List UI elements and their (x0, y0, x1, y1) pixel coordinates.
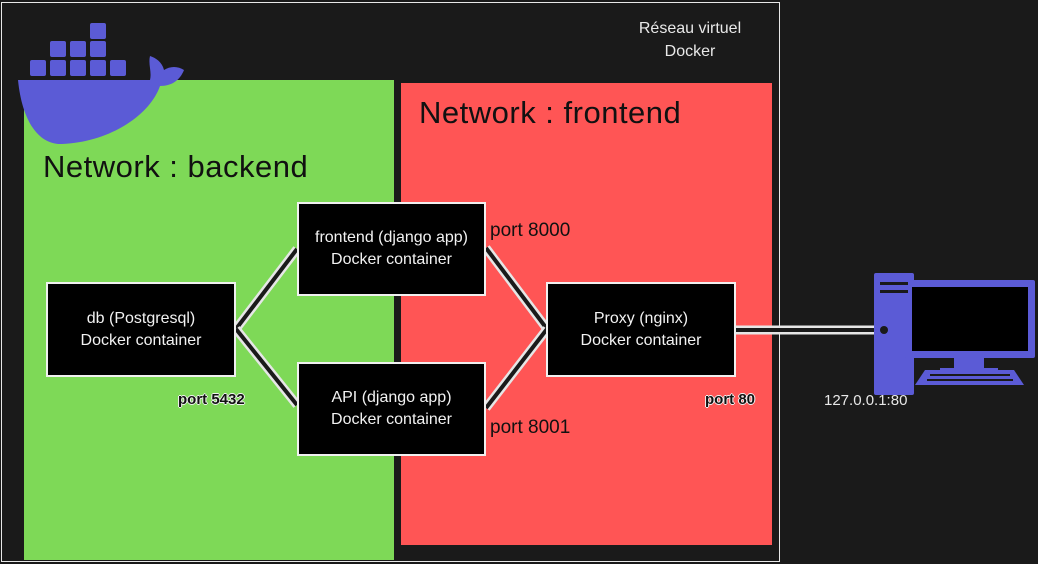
proxy-container[interactable]: Proxy (nginx) Docker container (546, 282, 736, 377)
api-container-type: Docker container (331, 411, 452, 428)
frontend-network-label: Network : frontend (419, 95, 682, 130)
backend-network-label: Network : backend (43, 149, 309, 184)
frontend-container[interactable]: frontend (django app) Docker container (297, 202, 486, 296)
proxy-port-label: port 80 (705, 391, 756, 408)
frontend-container-name: frontend (django app) (315, 229, 468, 246)
docker-network-title-line1: Réseau virtuel (638, 20, 742, 37)
api-container[interactable]: API (django app) Docker container (297, 362, 486, 456)
db-container-type: Docker container (80, 331, 202, 349)
db-container[interactable]: db (Postgresql) Docker container (46, 282, 236, 377)
proxy-container-type: Docker container (580, 331, 702, 349)
proxy-container-name: Proxy (nginx) (593, 309, 689, 327)
api-container-name: API (django app) (331, 389, 452, 406)
frontend-container-type: Docker container (331, 251, 452, 268)
docker-whale-icon (18, 23, 184, 145)
db-container-name: db (Postgresql) (86, 309, 196, 327)
db-port-label: port 5432 (178, 391, 245, 408)
api-port-label: port 8001 (490, 417, 571, 438)
host-address-label: 127.0.0.1:80 (824, 392, 908, 409)
docker-network-title-line2: Docker (664, 43, 716, 60)
frontend-port-label: port 8000 (490, 220, 571, 241)
